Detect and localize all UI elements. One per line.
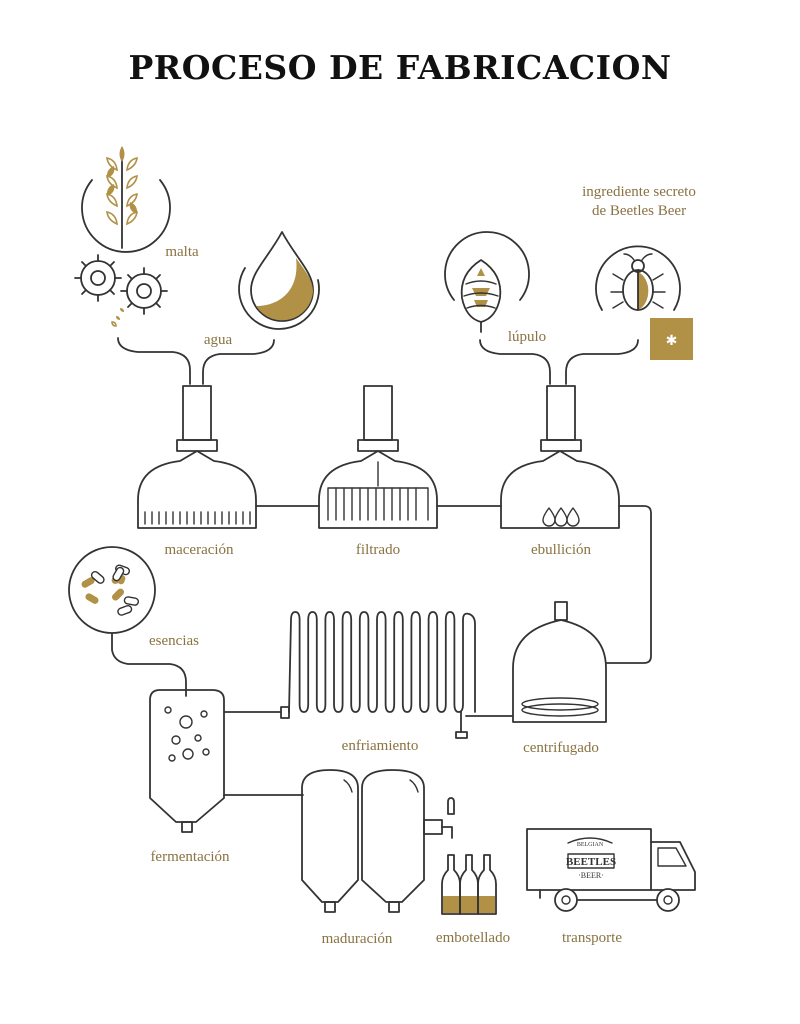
- tap-drop-icon: [447, 797, 455, 815]
- esencias-pipe: [111, 633, 187, 697]
- label-transporte: transporte: [562, 930, 622, 946]
- label-esencias: esencias: [149, 633, 199, 649]
- agua-pipe: [202, 339, 275, 385]
- essences-icon: [68, 546, 156, 634]
- centrifuge-tank: [512, 601, 607, 723]
- label-centrifugado: centrifugado: [523, 740, 599, 756]
- wheat-icon: [81, 146, 171, 253]
- truck-logo-bottom: ·BEER·: [578, 871, 604, 880]
- page-title: PROCESO DE FABRICACION: [128, 48, 672, 87]
- label-enfriamiento: enfriamiento: [341, 738, 419, 754]
- label-fermentacion: fermentación: [150, 849, 230, 865]
- maturation-tanks: [301, 769, 453, 913]
- label-maceracion: maceración: [164, 542, 234, 558]
- label-malta: malta: [165, 244, 199, 260]
- label-filtrado: filtrado: [355, 542, 401, 558]
- malta-pipe: [117, 337, 191, 385]
- secret-ingredient-badge: ✱: [650, 318, 693, 360]
- water-drop-icon: [238, 231, 320, 330]
- maceration-tank: [137, 385, 257, 529]
- boiling-tank: [500, 385, 620, 529]
- label-ebullicion: ebullición: [531, 542, 591, 558]
- filter-tank: [318, 385, 438, 529]
- truck-icon: BELGIAN BEETLES ·BEER·: [526, 828, 696, 912]
- truck-logo-brand: BEETLES: [566, 856, 616, 868]
- lupulo-pipe: [479, 339, 551, 385]
- hop-icon: [444, 231, 530, 333]
- label-ingrediente-secreto: ingrediente secreto de Beetles Beer: [582, 184, 696, 219]
- ingredient-pipe: [565, 339, 639, 385]
- asterisk-icon: ✱: [666, 333, 678, 349]
- fermentation-tank: [149, 689, 225, 833]
- bottles-icon: [441, 854, 497, 915]
- truck-logo-top: BELGIAN: [577, 842, 604, 848]
- label-maduracion: maduración: [321, 931, 393, 947]
- label-embotellado: embotellado: [435, 930, 511, 946]
- beetle-icon: [595, 245, 681, 311]
- label-agua: agua: [203, 332, 233, 348]
- cooling-coil: [280, 611, 476, 739]
- gears-icon: [74, 254, 168, 327]
- label-lupulo: lúpulo: [507, 329, 547, 345]
